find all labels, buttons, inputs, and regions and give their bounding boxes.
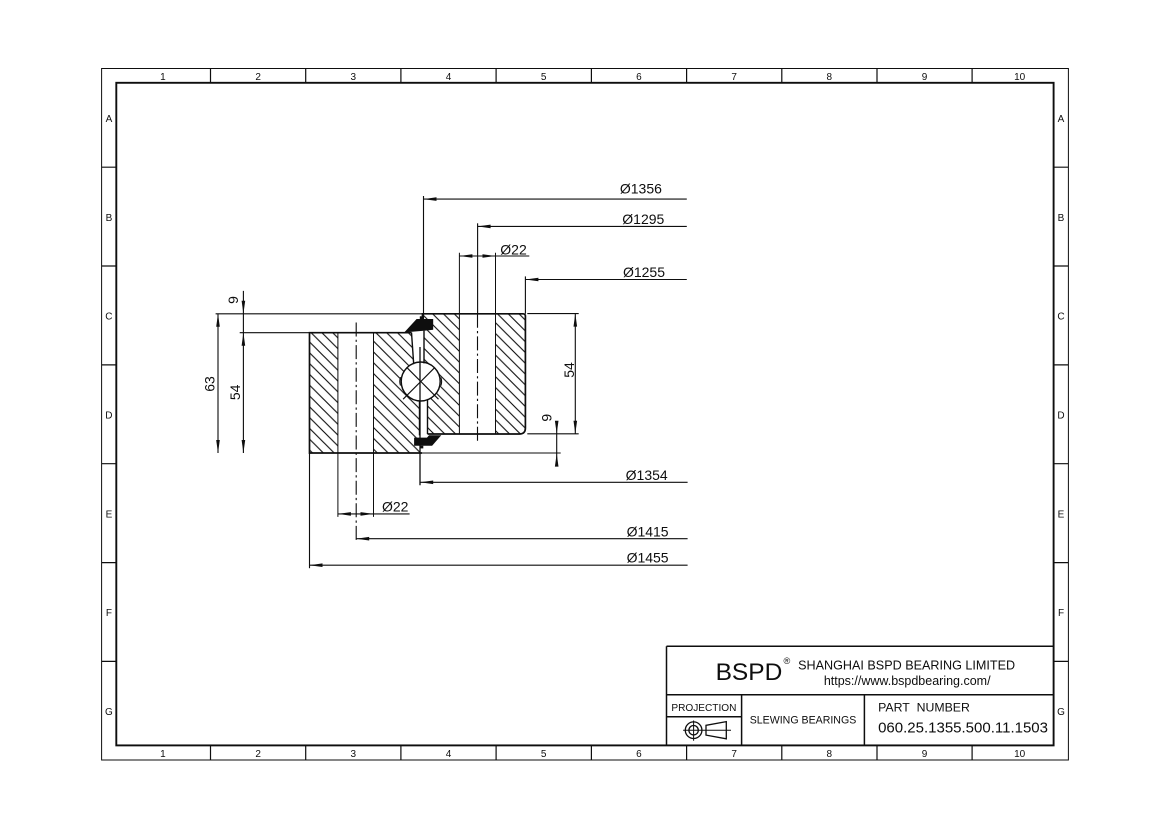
svg-text:C: C: [105, 312, 112, 323]
svg-text:SHANGHAI BSPD BEARING LIMITED: SHANGHAI BSPD BEARING LIMITED: [798, 659, 1015, 673]
svg-text:F: F: [106, 608, 112, 619]
svg-text:9: 9: [922, 749, 928, 760]
svg-text:7: 7: [731, 749, 737, 760]
svg-text:Ø22: Ø22: [500, 241, 527, 257]
svg-text:D: D: [105, 411, 112, 422]
svg-text:F: F: [1058, 608, 1064, 619]
svg-text:Ø1415: Ø1415: [627, 524, 669, 540]
svg-text:Ø1354: Ø1354: [626, 467, 668, 483]
svg-text:54: 54: [227, 384, 243, 400]
svg-text:3: 3: [351, 72, 357, 83]
svg-text:Ø1356: Ø1356: [620, 181, 662, 197]
svg-text:Ø1255: Ø1255: [623, 264, 665, 280]
svg-text:PART NUMBER: PART NUMBER: [878, 701, 970, 715]
svg-text:C: C: [1057, 312, 1064, 323]
svg-text:10: 10: [1014, 749, 1026, 760]
svg-text:2: 2: [255, 72, 261, 83]
svg-text:4: 4: [446, 72, 452, 83]
svg-text:63: 63: [202, 376, 218, 392]
svg-text:8: 8: [827, 72, 833, 83]
svg-text:BSPD: BSPD: [716, 659, 783, 686]
svg-text:A: A: [1058, 114, 1065, 125]
svg-text:060.25.1355.500.11.1503: 060.25.1355.500.11.1503: [878, 720, 1048, 737]
svg-text:3: 3: [351, 749, 357, 760]
svg-text:5: 5: [541, 749, 547, 760]
svg-text:5: 5: [541, 72, 547, 83]
svg-text:9: 9: [225, 296, 241, 304]
svg-text:E: E: [1058, 509, 1065, 520]
svg-text:2: 2: [255, 749, 261, 760]
svg-text:1: 1: [160, 72, 166, 83]
svg-text:Ø22: Ø22: [382, 499, 409, 515]
svg-text:®: ®: [784, 656, 791, 666]
svg-text:SLEWING BEARINGS: SLEWING BEARINGS: [750, 715, 857, 727]
svg-text:A: A: [106, 114, 113, 125]
svg-text:6: 6: [636, 749, 642, 760]
svg-text:B: B: [1058, 213, 1065, 224]
svg-text:9: 9: [539, 414, 555, 422]
svg-text:Ø1455: Ø1455: [627, 550, 669, 566]
svg-text:10: 10: [1014, 72, 1026, 83]
svg-text:9: 9: [922, 72, 928, 83]
svg-text:1: 1: [160, 749, 166, 760]
svg-text:7: 7: [731, 72, 737, 83]
svg-text:PROJECTION: PROJECTION: [671, 703, 736, 714]
svg-text:https://www.bspdbearing.com/: https://www.bspdbearing.com/: [824, 674, 991, 688]
svg-text:54: 54: [561, 362, 577, 378]
svg-text:G: G: [105, 707, 113, 718]
svg-text:D: D: [1057, 411, 1064, 422]
svg-text:G: G: [1057, 707, 1065, 718]
svg-text:4: 4: [446, 749, 452, 760]
svg-text:B: B: [106, 213, 113, 224]
svg-text:6: 6: [636, 72, 642, 83]
svg-text:Ø1295: Ø1295: [622, 211, 664, 227]
svg-text:E: E: [106, 509, 113, 520]
svg-text:8: 8: [827, 749, 833, 760]
